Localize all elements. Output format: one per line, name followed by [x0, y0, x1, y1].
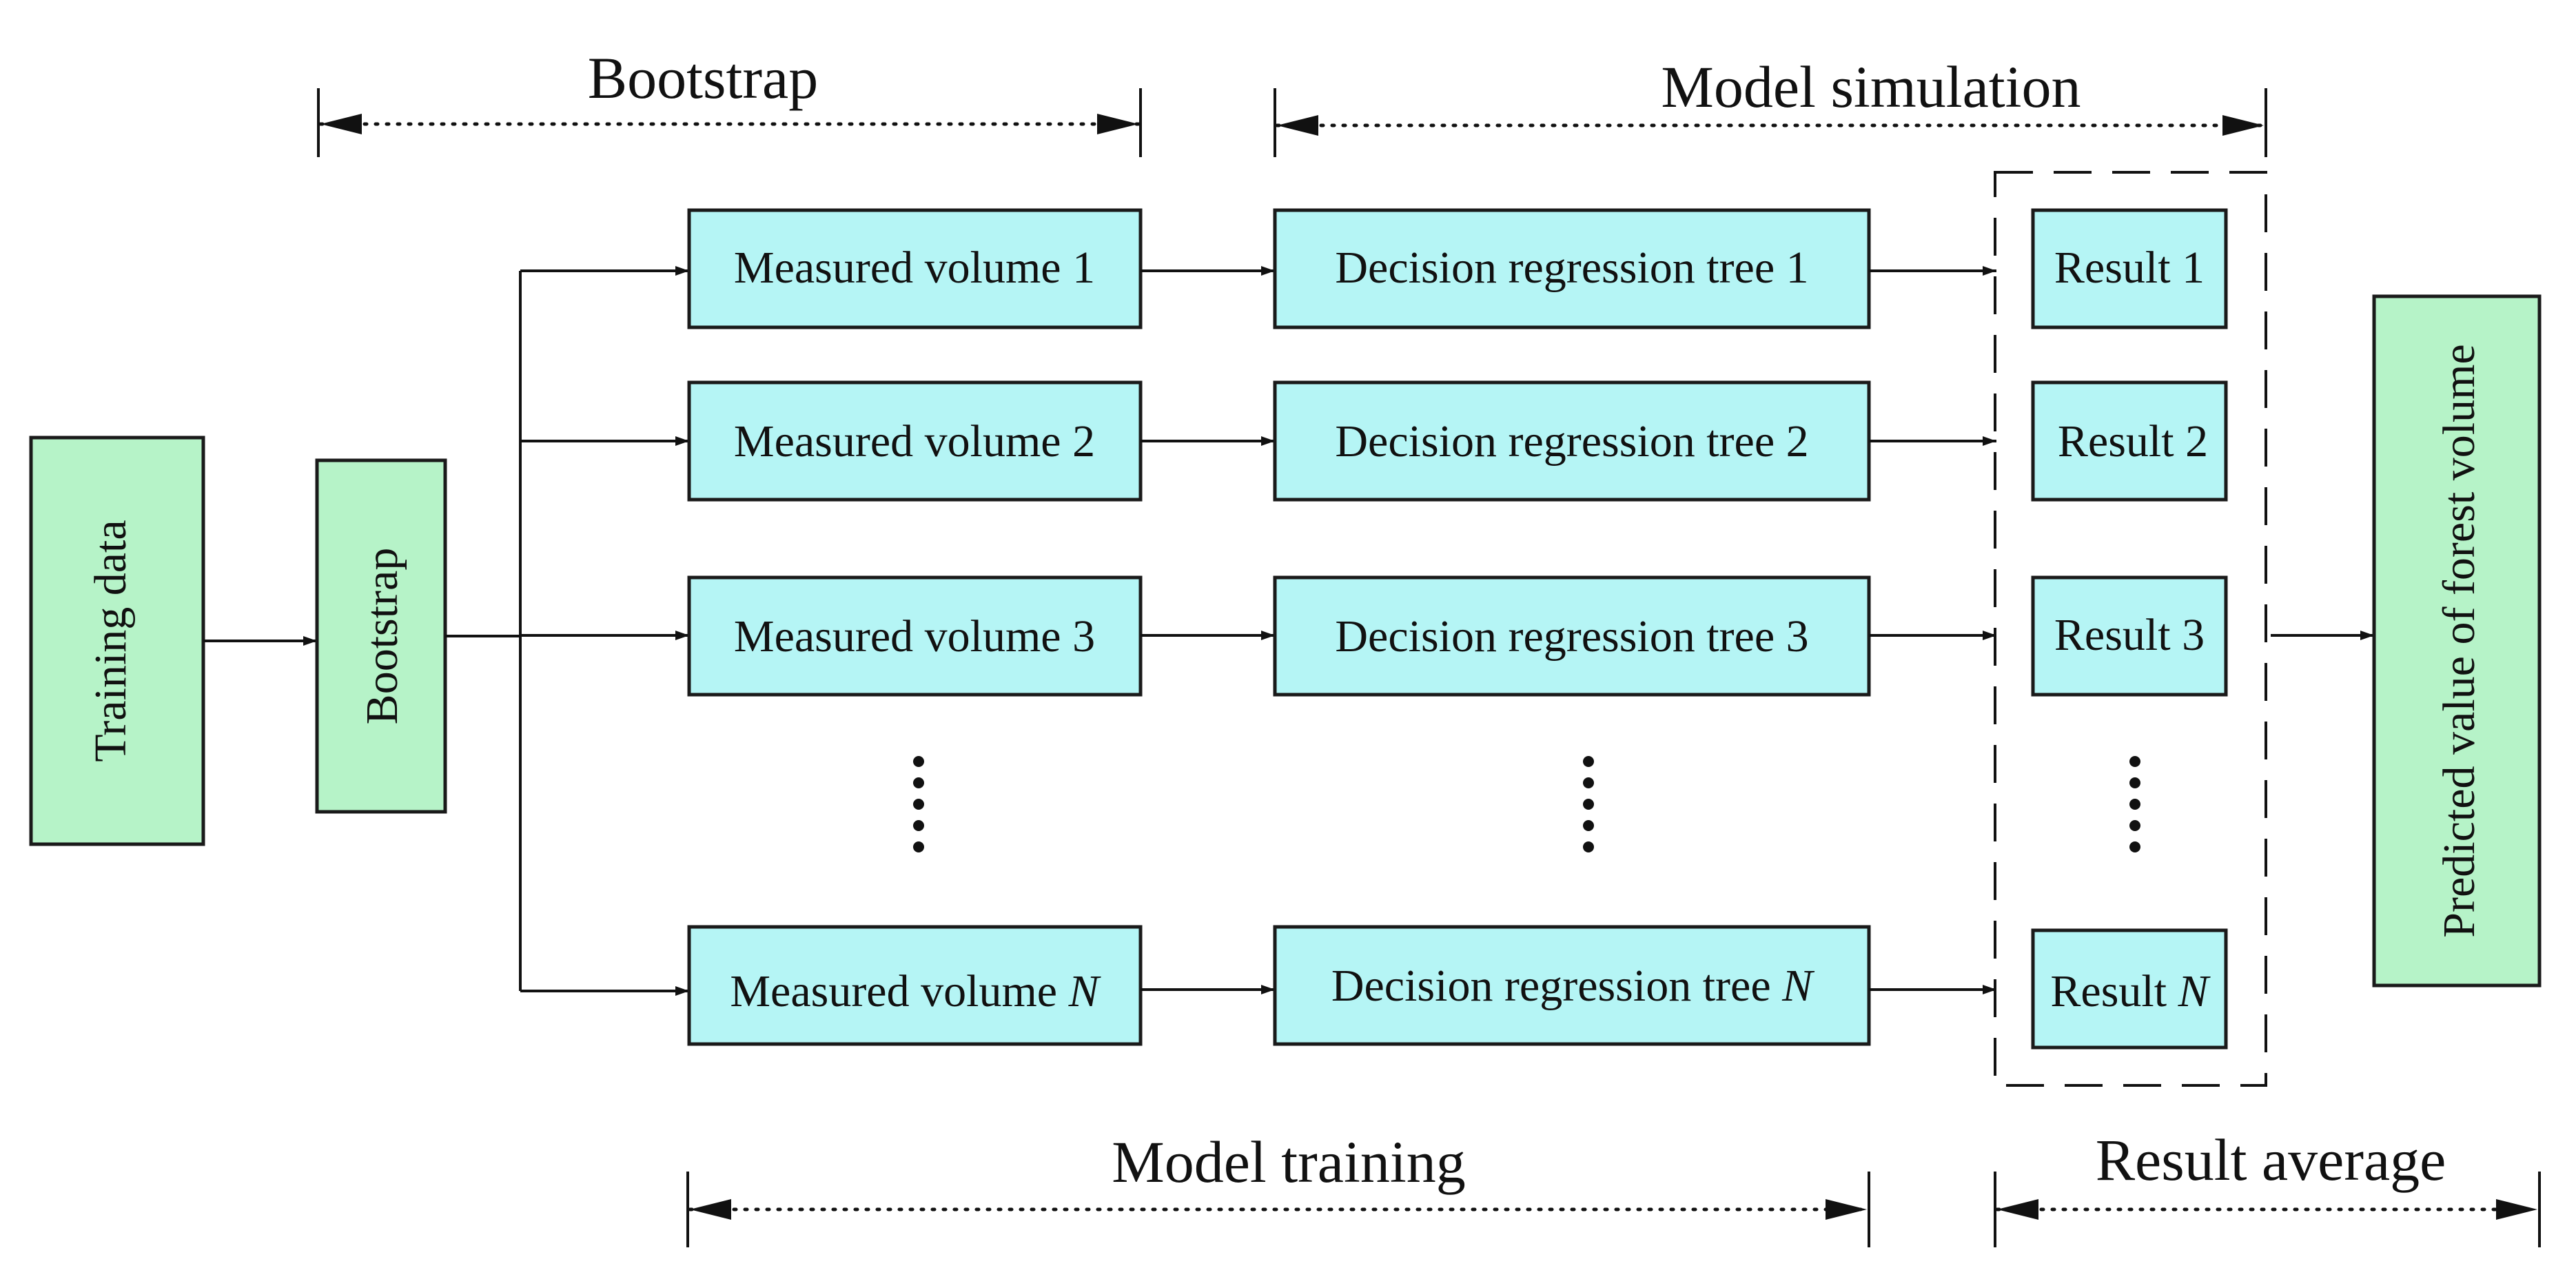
ellipsis-dot: [2129, 820, 2140, 831]
result-3-box: [2031, 575, 2228, 697]
predicted-box: [2372, 294, 2542, 988]
span-result-average-label: Result average: [2096, 1127, 2446, 1193]
ellipsis-dot: [2129, 777, 2140, 788]
ellipsis-dot: [1583, 756, 1594, 767]
span-bootstrap: Bootstrap: [317, 45, 1142, 157]
result-2-box: [2031, 380, 2228, 502]
tree-n-index: N: [1781, 961, 1815, 1011]
ellipsis-results: [2129, 756, 2140, 852]
measured-volume-n-text: Measured volume: [730, 966, 1068, 1016]
training-data-label: Training data: [85, 520, 136, 761]
ellipsis-dot: [913, 820, 924, 831]
result-2-label: Result 2: [2058, 416, 2208, 467]
ellipsis-dot: [913, 777, 924, 788]
measured-volume-n-index: N: [1068, 966, 1102, 1016]
result-3-label: Result 3: [2054, 610, 2205, 660]
tree-n-text: Decision regression tree: [1331, 961, 1782, 1011]
bootstrap-node: Bootstrap: [315, 458, 447, 814]
measured-volume-n-label: Measured volume N: [730, 966, 1101, 1016]
measured-volume-3-label: Measured volume 3: [734, 611, 1095, 662]
span-model-simulation: Model simulation: [1274, 54, 2267, 157]
ellipsis-dot: [913, 756, 924, 767]
bootstrap-fanout: [445, 266, 689, 996]
result-n-text: Result: [2050, 966, 2178, 1016]
result-1-label: Result 1: [2054, 243, 2205, 293]
tree-n-box: [1273, 925, 1871, 1046]
tree-n-label: Decision regression tree N: [1331, 961, 1815, 1011]
ellipsis-dot: [2129, 841, 2140, 852]
ellipsis-dot: [1583, 820, 1594, 831]
ellipsis-dot: [913, 799, 924, 810]
predicted-node: Predicted value of forest volume: [2372, 294, 2542, 988]
bootstrap-label: Bootstrap: [357, 548, 407, 725]
ellipsis-dot: [913, 841, 924, 852]
measured-volume-2-box: [687, 380, 1143, 502]
row-2: Measured volume 2 Decision regression tr…: [687, 380, 2228, 502]
predicted-label: Predicted value of forest volume: [2434, 344, 2484, 937]
tree-1-label: Decision regression tree 1: [1335, 243, 1808, 293]
ellipsis-dot: [2129, 799, 2140, 810]
training-data-node: Training data: [29, 436, 205, 846]
ellipsis-dot: [1583, 841, 1594, 852]
span-model-training-label: Model training: [1112, 1129, 1466, 1195]
measured-volume-1-label: Measured volume 1: [734, 243, 1095, 293]
span-result-average: Result average: [1994, 1127, 2541, 1247]
row-1: Measured volume 1 Decision regression tr…: [687, 208, 2228, 329]
measured-volume-3-box: [687, 575, 1143, 697]
tree-3-label: Decision regression tree 3: [1335, 611, 1808, 662]
ellipsis-dot: [2129, 756, 2140, 767]
row-n: Measured volume N Decision regression tr…: [687, 925, 2228, 1050]
measured-volume-n-box: [687, 925, 1143, 1046]
tree-1-box: [1273, 208, 1871, 329]
row-3: Measured volume 3 Decision regression tr…: [687, 575, 2228, 697]
span-model-training: Model training: [686, 1129, 1870, 1247]
training-data-box: [29, 436, 205, 846]
span-bootstrap-label: Bootstrap: [588, 45, 818, 111]
ellipsis-trees: [1583, 756, 1594, 852]
ellipsis-dot: [1583, 799, 1594, 810]
result-1-box: [2031, 208, 2228, 329]
result-n-box: [2031, 928, 2228, 1050]
measured-volume-2-label: Measured volume 2: [734, 416, 1095, 467]
results-group-dashed-box: [1994, 171, 2267, 1087]
result-n-index: N: [2178, 966, 2211, 1016]
result-n-label: Result N: [2050, 966, 2211, 1016]
tree-2-label: Decision regression tree 2: [1335, 416, 1808, 467]
ellipsis-dot: [1583, 777, 1594, 788]
span-model-simulation-label: Model simulation: [1661, 54, 2081, 120]
measured-volume-1-box: [687, 208, 1143, 329]
ellipsis-measured: [913, 756, 924, 852]
tree-3-box: [1273, 575, 1871, 697]
